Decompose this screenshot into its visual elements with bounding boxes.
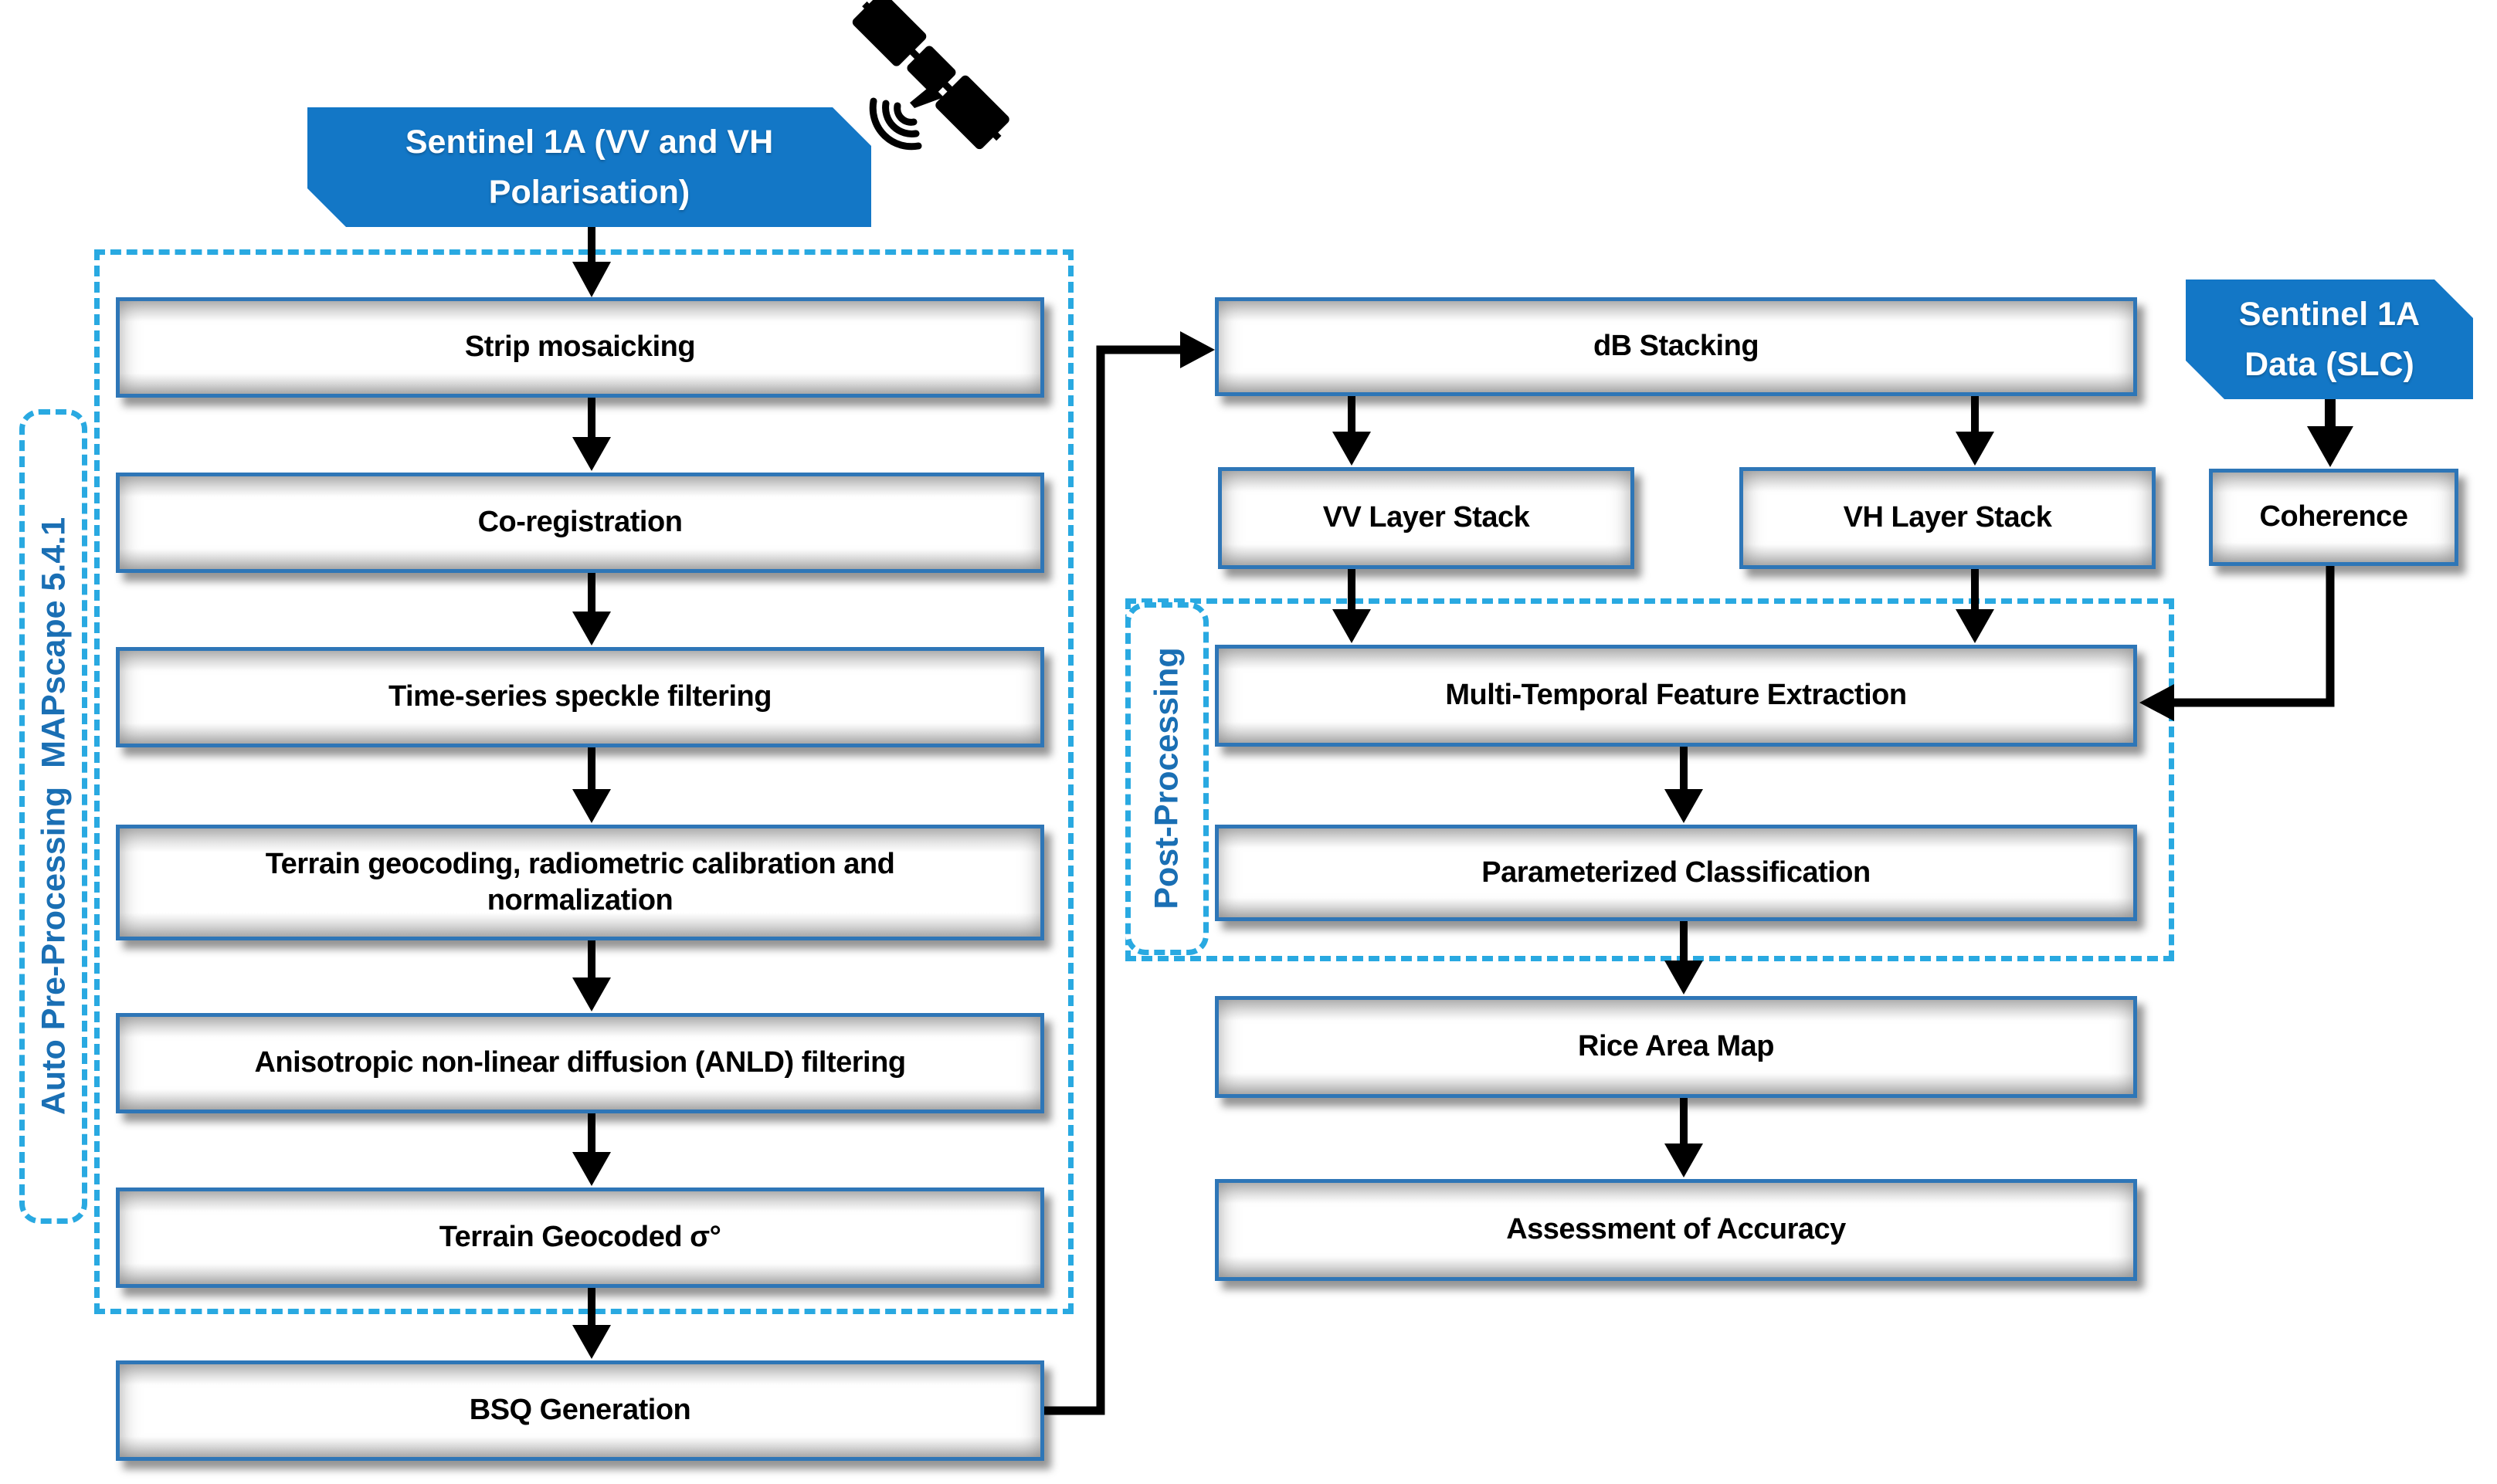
node-time-series-speckle-filtering: Time-series speckle filtering bbox=[116, 647, 1044, 747]
node-vv-layer-stack: VV Layer Stack bbox=[1218, 467, 1634, 569]
node-strip-mosaicking: Strip mosaicking bbox=[116, 297, 1044, 398]
node-anld-filtering: Anisotropic non-linear diffusion (ANLD) … bbox=[116, 1013, 1044, 1113]
node-vh-layer-stack: VH Layer Stack bbox=[1739, 467, 2156, 569]
node-bsq-generation: BSQ Generation bbox=[116, 1360, 1044, 1461]
node-multi-temporal-feature-extraction: Multi-Temporal Feature Extraction bbox=[1215, 645, 2137, 747]
node-rice-area-map: Rice Area Map bbox=[1215, 996, 2137, 1098]
node-terrain-geocoding-calibration: Terrain geocoding, radiometric calibrati… bbox=[116, 825, 1044, 940]
auto-pre-processing-label-box bbox=[19, 409, 87, 1224]
node-sentinel-1a-data-slc: Sentinel 1A Data (SLC) bbox=[2186, 280, 2473, 399]
node-coherence: Coherence bbox=[2209, 469, 2458, 566]
node-terrain-geocoded-sigma: Terrain Geocoded σ° bbox=[116, 1188, 1044, 1288]
auto-pre-processing-region-border bbox=[94, 249, 1074, 1314]
node-assessment-of-accuracy: Assessment of Accuracy bbox=[1215, 1179, 2137, 1281]
node-db-stacking: dB Stacking bbox=[1215, 297, 2137, 396]
node-parameterized-classification: Parameterized Classification bbox=[1215, 825, 2137, 921]
auto-pre-processing-label: Auto Pre-Processing MAPscape 5.4.1 bbox=[35, 517, 72, 1116]
node-sentinel-1a-vv-vh: Sentinel 1A (VV and VH Polarisation) bbox=[307, 107, 871, 227]
post-processing-label: Post-Processing bbox=[1148, 647, 1185, 910]
node-co-registration: Co-registration bbox=[116, 473, 1044, 573]
